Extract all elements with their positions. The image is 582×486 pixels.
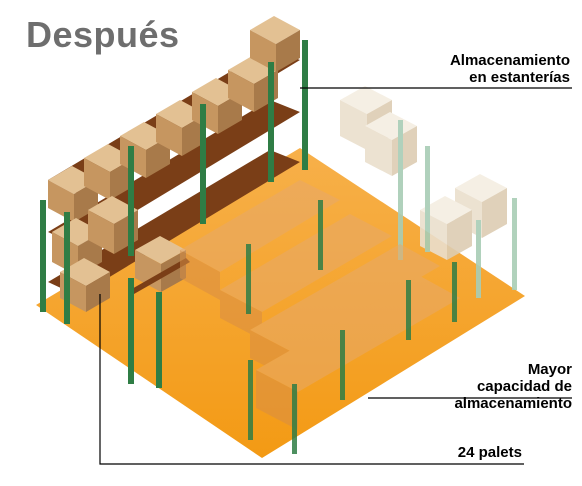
rack-post bbox=[128, 146, 134, 256]
pallet-stack bbox=[88, 196, 138, 254]
capacity-label: Mayor capacidad de almacenamiento bbox=[360, 361, 572, 412]
faded-pallet-stack bbox=[340, 86, 417, 176]
leader-lines bbox=[99, 87, 572, 465]
pallet-row bbox=[180, 180, 340, 300]
pallets-leader-line bbox=[99, 294, 524, 465]
pallets-label-text: 24 palets bbox=[457, 444, 522, 461]
front-left-rack bbox=[128, 236, 190, 388]
rack-post bbox=[268, 62, 274, 182]
capacity-label-line2: capacidad de bbox=[476, 378, 572, 395]
capacity-label-line1: Mayor bbox=[527, 361, 572, 378]
shelving-label: Almacenamiento en estanterías bbox=[360, 52, 570, 86]
pallet-row bbox=[220, 214, 392, 340]
pallets-label: 24 palets bbox=[380, 444, 522, 461]
shelving-label-line1: Almacenamiento bbox=[449, 52, 570, 69]
rack-post bbox=[64, 212, 70, 324]
rack-post bbox=[200, 104, 206, 224]
capacity-label-line3: almacenamiento bbox=[454, 395, 572, 412]
page-title: Después bbox=[26, 14, 180, 55]
shelving-label-line2: en estanterías bbox=[469, 69, 570, 86]
faded-pallet-stack bbox=[420, 174, 507, 260]
pallet-stack bbox=[250, 16, 300, 72]
capacity-rack-posts bbox=[246, 200, 457, 454]
rack-post bbox=[302, 40, 308, 170]
rack-post bbox=[40, 200, 46, 312]
faded-shelving bbox=[340, 86, 517, 298]
back-shelving bbox=[40, 16, 308, 324]
